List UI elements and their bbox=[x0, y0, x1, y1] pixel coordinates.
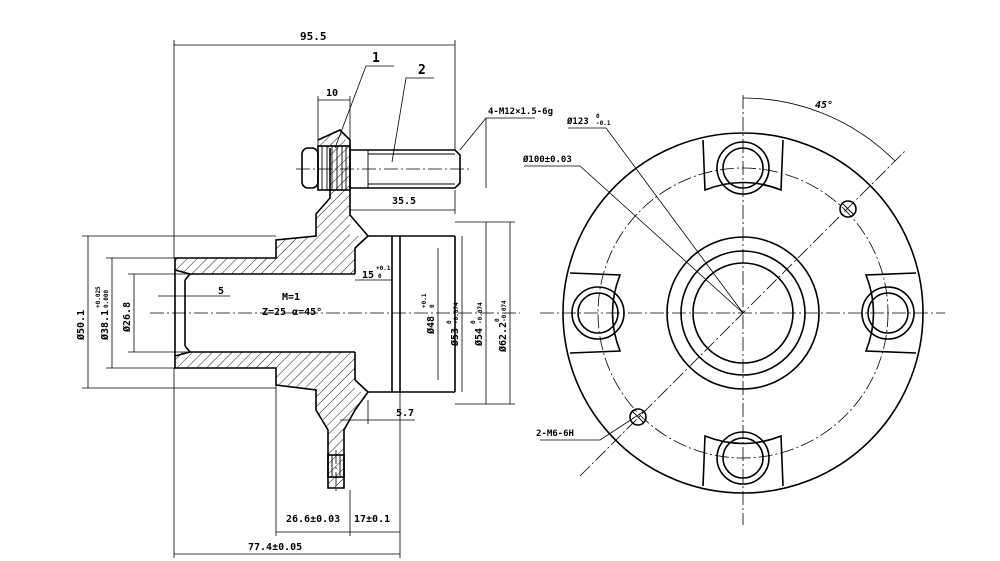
section-hatching bbox=[175, 130, 368, 488]
dim-53-tol-low: -0.074 bbox=[453, 302, 460, 324]
dim-bore-diameter: Ø26.8 bbox=[121, 302, 133, 333]
dim-pilot-step: 17±0.1 bbox=[354, 514, 390, 525]
dim-48: Ø48 bbox=[425, 316, 437, 335]
dim-flange-thickness: 10 bbox=[326, 88, 338, 99]
dim-54-tol-low: -0.074 bbox=[477, 302, 484, 324]
dim-counterbore-depth: 15 bbox=[362, 270, 374, 281]
hub-middle-circle bbox=[680, 250, 806, 376]
side-view-labels: 95.5 1 2 10 4-M12×1.5-6g 35.5 M=1 Z=25 α… bbox=[75, 30, 553, 553]
stud-holes bbox=[571, 141, 915, 485]
spline-teeth: Z=25 α=45° bbox=[262, 307, 322, 318]
dim-48-tol: +0.1 bbox=[421, 293, 428, 308]
flange-outer-circle bbox=[562, 132, 924, 494]
flange-lobes bbox=[569, 139, 917, 487]
outer-tol-low-label: -0.1 bbox=[596, 120, 611, 127]
pitch-circle bbox=[597, 167, 889, 459]
stud-thread-callout: 4-M12×1.5-6g bbox=[488, 107, 553, 117]
dim-recess-depth: 5 bbox=[218, 286, 224, 297]
dim-pilot-length: 5.7 bbox=[396, 408, 414, 419]
dim-spline-tol-lo: 0.000 bbox=[103, 290, 110, 308]
hub-bore-circle bbox=[692, 262, 794, 364]
dim-counterbore-tol: +0.1 bbox=[376, 265, 391, 272]
part-callout-2: 2 bbox=[418, 63, 426, 78]
angle-arc bbox=[742, 97, 896, 162]
dim-48-tol-low: 0 bbox=[429, 304, 436, 308]
dim-total-length: 77.4±0.05 bbox=[248, 542, 302, 553]
dimension-lines bbox=[82, 40, 535, 558]
dim-counterbore-tol-low: 0 bbox=[378, 273, 382, 280]
dim-overall-length: 95.5 bbox=[300, 30, 327, 43]
part-callout-1: 1 bbox=[372, 51, 380, 66]
dim-stud-length: 35.5 bbox=[392, 196, 416, 207]
wheel-stud bbox=[301, 145, 461, 191]
dim-62-tol-low: -0.074 bbox=[501, 300, 508, 322]
outer-tol-label: 0 bbox=[596, 113, 600, 120]
dim-62-tol: 0 bbox=[494, 318, 501, 322]
angle-label: 45° bbox=[815, 100, 833, 111]
tapped-holes-label: 2-M6-6H bbox=[536, 429, 574, 439]
dim-53-tol: 0 bbox=[446, 320, 453, 324]
spline-module: M=1 bbox=[282, 292, 300, 303]
hub-outer-circle bbox=[666, 236, 820, 390]
dim-54: Ø54 bbox=[473, 328, 485, 347]
pcd-label: Ø100±0.03 bbox=[522, 154, 572, 165]
dim-spline-tol-hi: +0.025 bbox=[95, 286, 102, 308]
dim-hub-length: 26.6±0.03 bbox=[286, 514, 340, 525]
front-view: 45° Ø123 0 -0.1 Ø100±0.03 2-M6-6H bbox=[522, 95, 945, 525]
outer-diameter-label: Ø123 bbox=[566, 116, 589, 127]
side-section-view: 95.5 1 2 10 4-M12×1.5-6g 35.5 M=1 Z=25 α… bbox=[75, 30, 553, 558]
dim-53: Ø53 bbox=[449, 328, 461, 347]
dim-62: Ø62.2 bbox=[497, 322, 509, 353]
dim-54-tol: 0 bbox=[470, 320, 477, 324]
dim-outer-diameter: Ø50.1 bbox=[75, 310, 87, 341]
dim-spline-diameter: Ø38.1 bbox=[99, 310, 111, 341]
front-leaders bbox=[524, 127, 744, 441]
tapped-holes bbox=[629, 200, 857, 426]
